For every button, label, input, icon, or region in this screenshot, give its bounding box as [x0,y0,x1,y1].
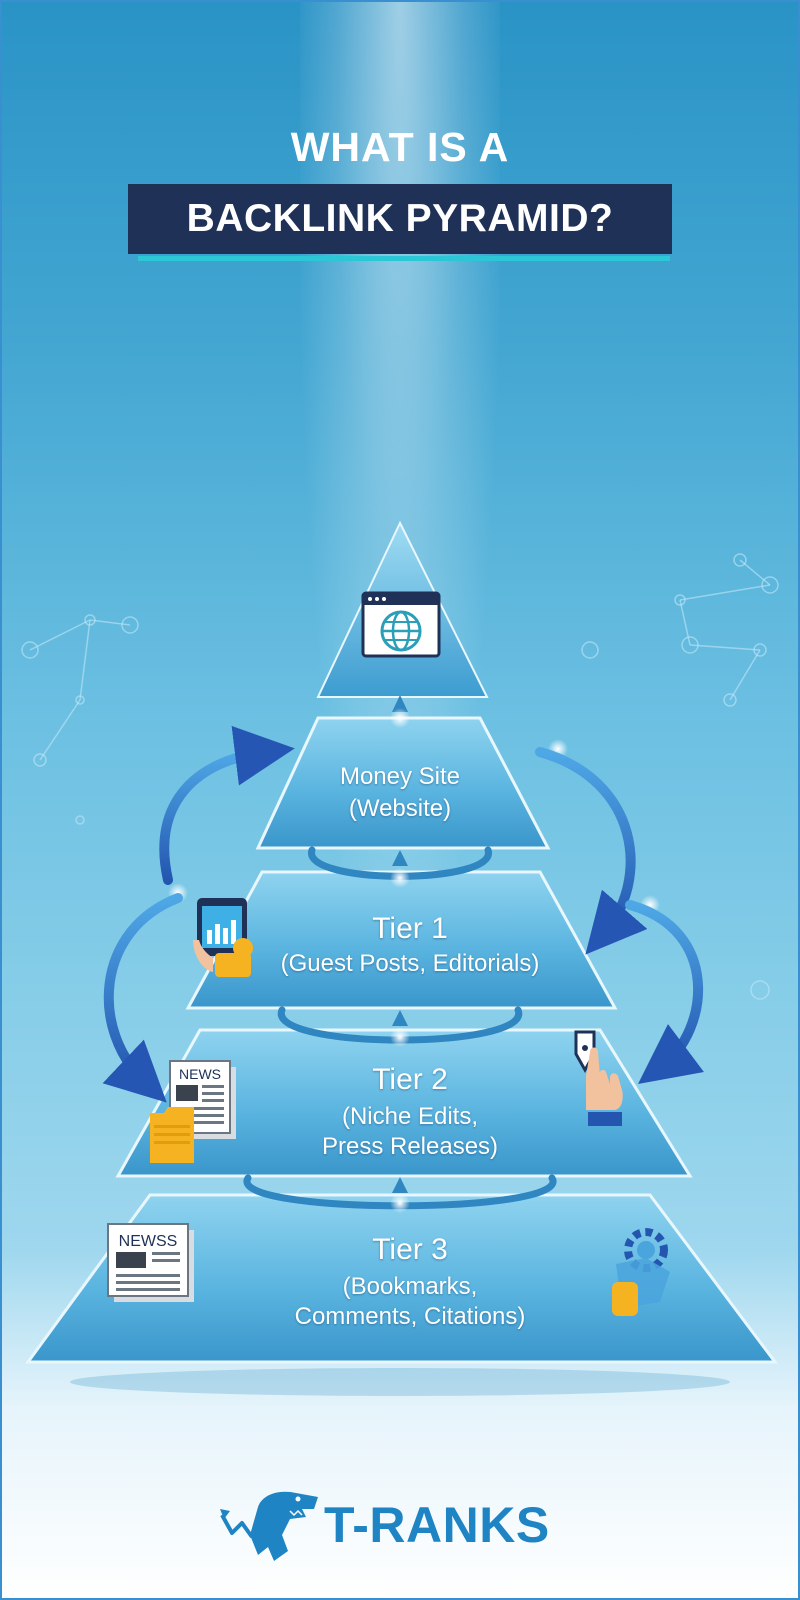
title-line-2: BACKLINK PYRAMID? [186,197,614,240]
arrow-right-upper [535,747,648,955]
center-arrows [392,695,408,1193]
tier-3-title: Tier 3 [372,1233,448,1266]
tier-2-label: Tier 2 (Niche Edits, Press Releases) [10,1063,800,1161]
tier-2-subtitle-line-1: (Niche Edits, [341,1103,479,1130]
tier-3-label: Tier 3 (Bookmarks, Comments, Citations) [10,1233,800,1331]
title-banner: BACKLINK PYRAMID? [128,184,672,254]
network-decoration-left [21,614,139,825]
newspaper-icon-tier3: NEWSS [107,1223,194,1302]
tier-1-label: Tier 1 (Guest Posts, Editorials) [10,912,800,978]
gear-hand-icon [612,1228,670,1316]
floor-shadow [70,1368,730,1396]
money-site-label: Money Site (Website) [0,763,800,823]
tier-3-subtitle-line-2: Comments, Citations) [294,1303,526,1330]
tablet-chart-hand-icon [193,898,253,977]
tier-1-subtitle: (Guest Posts, Editorials) [280,950,540,977]
brand-name: T-RANKS [324,1497,550,1553]
brand-logo: T-RANKS [218,1485,598,1565]
tier-3-subtitle-line-1: (Bookmarks, [342,1273,478,1300]
tier-3-slab [25,1193,778,1364]
t-rex-logo-icon [220,1491,318,1561]
tier-2-slab [115,1028,693,1178]
tier-2-title: Tier 2 [372,1063,448,1096]
network-decoration-right [581,553,779,1000]
arrow-right-lower [625,900,705,1085]
arrow-left-lower [102,893,183,1103]
folder-icon [150,1107,194,1163]
flow-arrows [102,725,705,1103]
tier-1-title: Tier 1 [372,912,448,945]
title-line-1: WHAT IS A [290,124,510,170]
title-underline [138,256,670,261]
svg-text:NEWS: NEWS [179,1066,221,1082]
money-site-title: Money Site [339,763,461,790]
pen-hand-icon [574,1030,623,1126]
money-site-slab [255,716,551,850]
svg-text:NEWSS: NEWSS [119,1233,178,1250]
arrow-left-upper [159,725,295,885]
globe-window-icon [361,591,441,658]
tier-2-subtitle-line-2: Press Releases) [321,1133,499,1160]
money-site-subtitle: (Website) [348,795,452,822]
